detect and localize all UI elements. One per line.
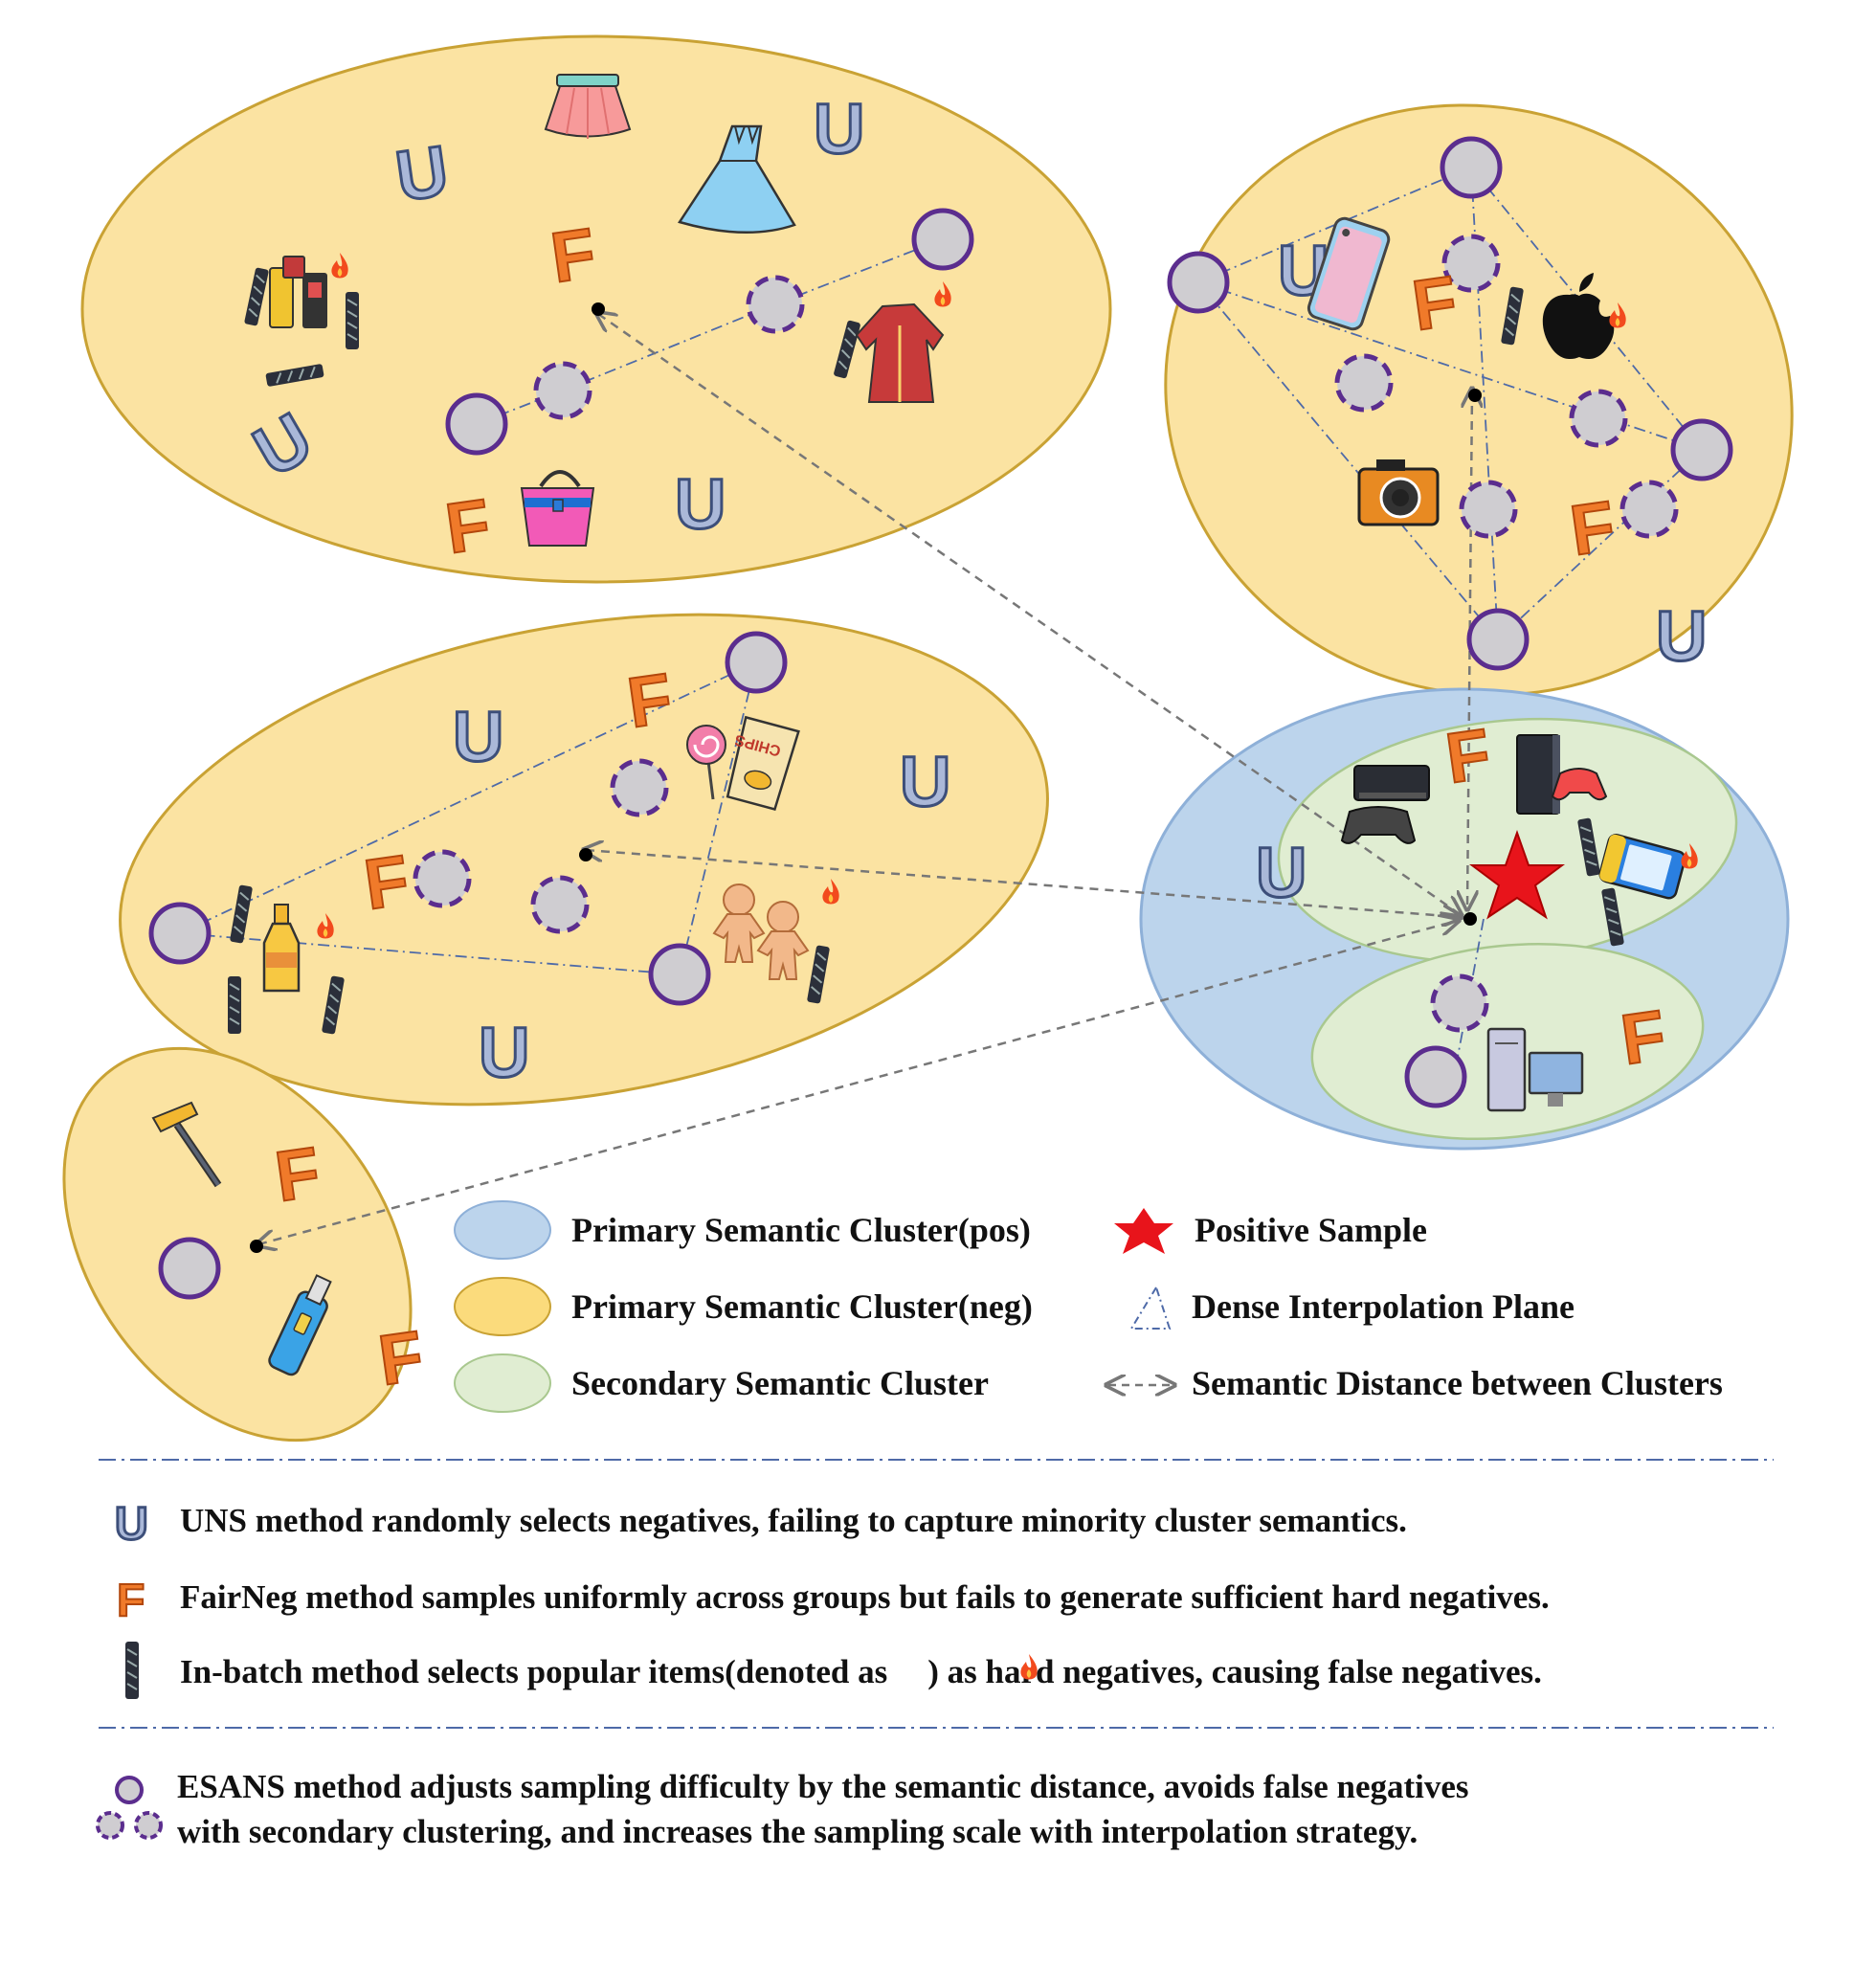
game-console-icon (1340, 765, 1430, 844)
semantic-distance-arrows (258, 314, 1472, 1244)
handheld-console-icon (1598, 834, 1686, 900)
legend-swatch-secondary (454, 1353, 551, 1413)
robe-icon (855, 302, 945, 403)
uns-mark: U (814, 89, 864, 168)
fairneg-description: FairNeg method samples uniformly across … (180, 1578, 1550, 1616)
esans-legend-icon (96, 1776, 163, 1840)
handbag-icon (520, 470, 595, 547)
esans-description-line2: with secondary clustering, and increases… (177, 1813, 1418, 1850)
dress-icon (678, 124, 796, 234)
lipstick-icon (269, 256, 327, 328)
lollipop-icon (686, 725, 726, 800)
legend-label-secondary: Secondary Semantic Cluster (571, 1364, 989, 1402)
camera-icon (1357, 459, 1440, 526)
legend: Primary Semantic Cluster(pos) Primary Se… (454, 1200, 1723, 1413)
apple-logo-icon (1542, 273, 1615, 360)
chips-icon: CHIPS (726, 715, 800, 811)
desktop-computer-icon (1486, 1027, 1584, 1112)
hammer-icon (151, 1101, 222, 1188)
uns-mark: U (453, 697, 503, 776)
soda-bottle-icon (262, 904, 301, 993)
method-descriptions: U UNS method randomly selects negatives,… (96, 1498, 1550, 1850)
legend-label-primary-pos: Primary Semantic Cluster(pos) (571, 1211, 1031, 1249)
uns-mark: U (675, 464, 726, 544)
uns-mark: U (1656, 596, 1707, 676)
inbatch-description-start: In-batch method selects popular items(de… (180, 1653, 887, 1690)
legend-label-semantic-distance: Semantic Distance between Clusters (1192, 1364, 1723, 1402)
inbatch-description: In-batch method selects popular items(de… (180, 1653, 1542, 1690)
esans-interpolated-samples (413, 234, 1679, 1033)
skirt-icon (544, 74, 632, 139)
uns-mark: U (900, 742, 950, 821)
legend-swatch-positive-sample (1114, 1208, 1173, 1254)
esans-description-line1: ESANS method adjusts sampling difficulty… (177, 1768, 1469, 1805)
gingerbread-icon (712, 883, 810, 980)
fairneg-legend-icon: F (117, 1576, 145, 1626)
cluster-centroids (250, 302, 1482, 1253)
legend-swatch-primary-pos (454, 1200, 551, 1260)
legend-label-primary-neg: Primary Semantic Cluster(neg) (571, 1287, 1033, 1326)
legend-label-positive-sample: Positive Sample (1195, 1211, 1427, 1249)
positive-sample-star (1469, 829, 1565, 920)
inbatch-legend-icon (124, 1641, 140, 1700)
phone-icon (1306, 216, 1391, 331)
legend-label-dense-plane: Dense Interpolation Plane (1192, 1287, 1574, 1326)
uns-mark: U (391, 130, 453, 216)
inbatch-description-end: ) as hard negatives, causing false negat… (927, 1653, 1542, 1690)
playstation-icon (1516, 734, 1608, 815)
box-cutter-icon (268, 1274, 332, 1376)
uns-mark: U (479, 1013, 529, 1092)
uns-mark: U (1256, 833, 1306, 912)
uns-description: UNS method randomly selects negatives, f… (180, 1502, 1407, 1539)
esans-samples (148, 136, 1733, 1300)
legend-swatch-dense-plane (1129, 1285, 1172, 1330)
uns-legend-icon: U (115, 1499, 148, 1550)
legend-swatch-primary-neg (454, 1277, 551, 1336)
